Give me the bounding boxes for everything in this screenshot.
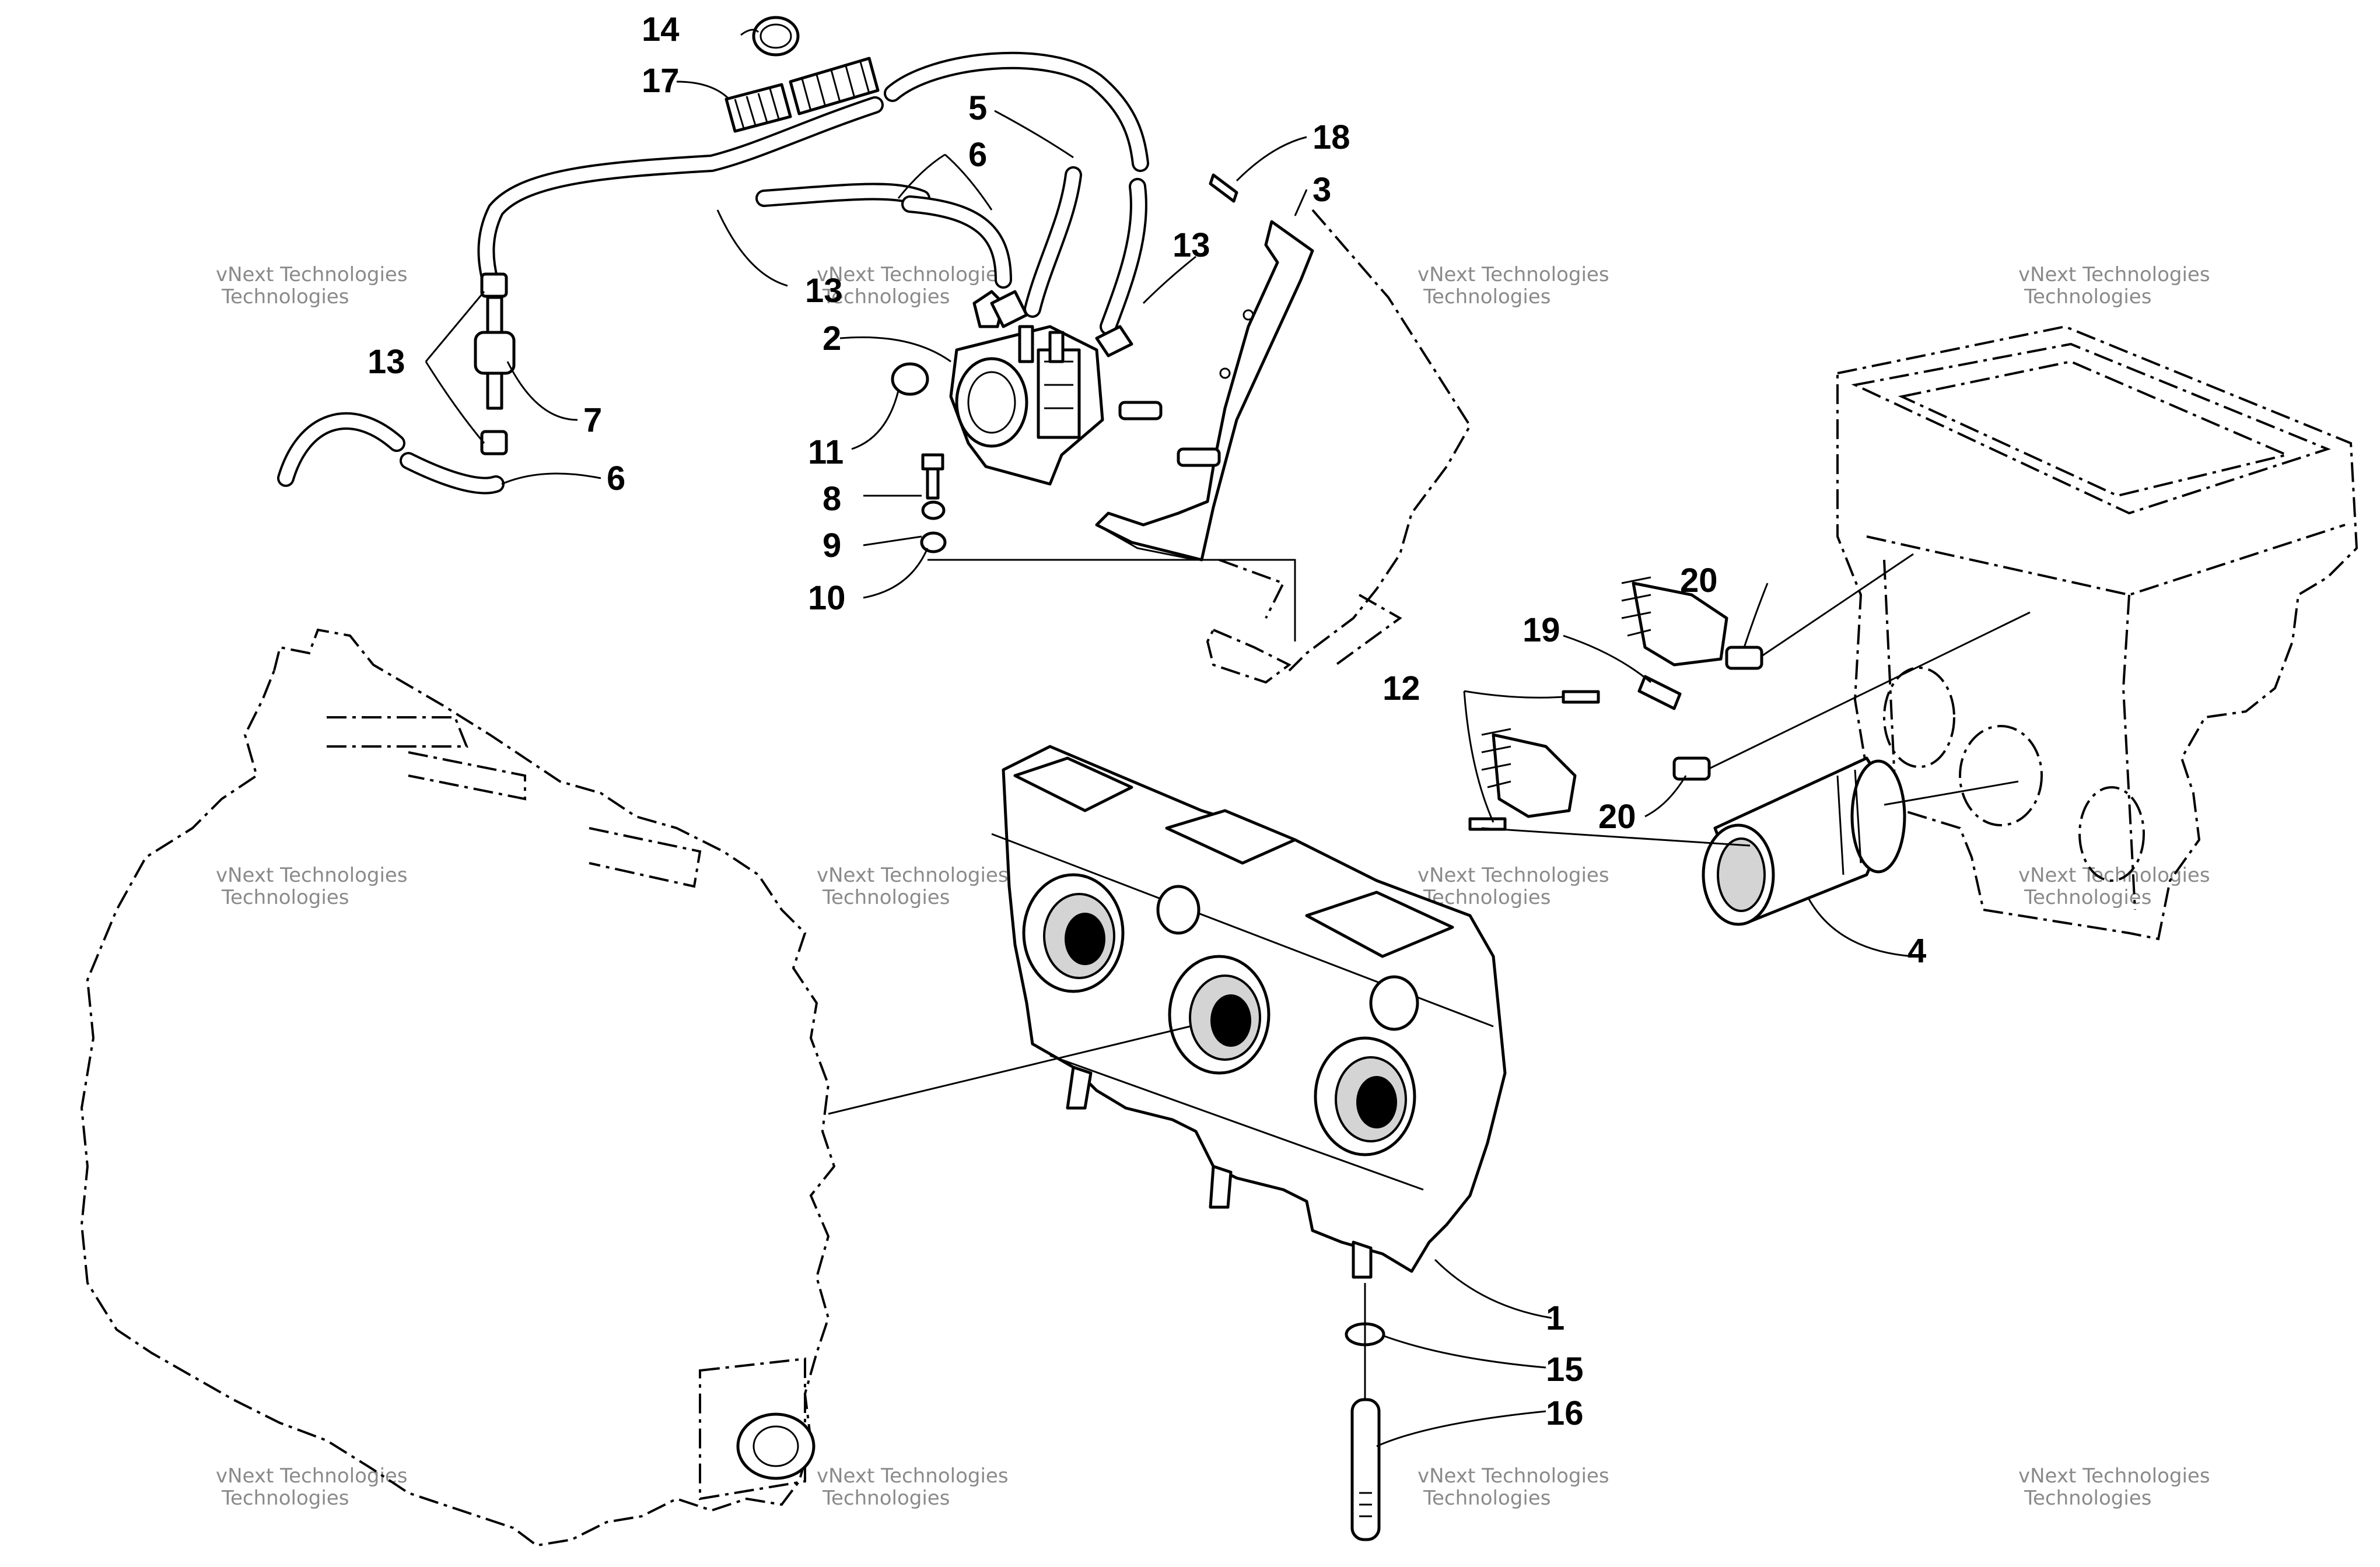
fuel-filter-7 (474, 272, 516, 455)
washer-10 (920, 531, 947, 553)
carb-throat (1314, 1036, 1416, 1156)
watermark-text: vNext Technologies (2018, 864, 2210, 887)
watermark-text: vNext Technologies (216, 864, 408, 887)
callout-7: 7 (583, 401, 602, 439)
watermark: vNext Technologies Technologies (817, 864, 1009, 909)
sensor-boot-20 (1725, 646, 1763, 670)
watermark-text: vNext Technologies (216, 263, 408, 286)
callout-6: 6 (968, 136, 987, 174)
carburetor-assembly-1 (991, 745, 1507, 1279)
sensor-lower (1481, 728, 1711, 818)
callouts: 14 17 5 6 18 3 13 13 2 13 7 6 11 8 9 10 … (368, 10, 1926, 1432)
washer-9 (921, 500, 946, 520)
leader-lines (425, 29, 2031, 1447)
callout-19: 19 (1522, 611, 1560, 649)
watermark-text: vNext Technologies (1418, 1464, 1609, 1488)
callout-18: 18 (1312, 118, 1350, 156)
watermark: vNext Technologies Technologies (2018, 1464, 2210, 1510)
chassis-ghost (1206, 209, 1472, 684)
sensor-upper (1621, 576, 1763, 710)
watermark-text: Technologies (2024, 886, 2151, 909)
callout-20: 20 (1598, 798, 1636, 836)
sensor-screw-12 (1562, 690, 1600, 704)
callout-13: 13 (805, 272, 843, 310)
callout-3: 3 (1312, 171, 1331, 209)
callout-13: 13 (368, 343, 405, 381)
callout-8: 8 (822, 480, 841, 518)
watermarks: vNext Technologies Technologies vNext Te… (216, 263, 2210, 1510)
intake-adapter-4 (1702, 756, 1906, 926)
watermark: vNext Technologies Technologies (817, 1464, 1009, 1510)
engine-outline (80, 628, 836, 1547)
callout-11: 11 (808, 433, 844, 471)
engine-intake-port (736, 1412, 816, 1480)
callout-15: 15 (1546, 1351, 1584, 1389)
screw-8 (921, 453, 944, 471)
watermark-text: vNext Technologies (1418, 864, 1609, 887)
watermark: vNext Technologies Technologies (1418, 263, 1609, 309)
watermark-text: vNext Technologies (817, 263, 1009, 286)
carb-throat (1168, 955, 1270, 1075)
callout-1: 1 (1546, 1299, 1564, 1337)
fuel-pump-fitting-11 (891, 362, 929, 396)
pin-18 (1209, 173, 1238, 203)
watermark: vNext Technologies Technologies (2018, 864, 2210, 909)
watermark-text: Technologies (822, 1487, 950, 1510)
bracket-stud (1118, 401, 1163, 420)
watermark: vNext Technologies Technologies (1418, 864, 1609, 909)
sensor-boot-20 (1672, 756, 1711, 781)
callout-5: 5 (968, 89, 987, 127)
watermark: vNext Technologies Technologies (1418, 1464, 1609, 1510)
callout-4: 4 (1908, 932, 1926, 970)
watermark-text: vNext Technologies (216, 1464, 408, 1488)
watermark: vNext Technologies Technologies (2018, 263, 2210, 309)
callout-9: 9 (822, 527, 841, 565)
retainer-19 (1637, 675, 1682, 710)
watermark-text: Technologies (221, 886, 349, 909)
watermark-text: vNext Technologies (2018, 1464, 2210, 1488)
watermark-text: Technologies (822, 285, 950, 309)
watermark: vNext Technologies Technologies (216, 263, 408, 309)
watermark: vNext Technologies Technologies (216, 1464, 408, 1510)
callout-14: 14 (642, 10, 680, 48)
fuel-hoses (277, 51, 1149, 495)
watermark-text: Technologies (1423, 285, 1550, 309)
watermark-text: vNext Technologies (817, 1464, 1009, 1488)
callout-16: 16 (1546, 1394, 1584, 1432)
hose-clamp-14 (752, 16, 800, 57)
callout-13: 13 (1172, 226, 1210, 264)
watermark: vNext Technologies Technologies (817, 263, 1009, 309)
airbox-outline (1836, 325, 2358, 941)
callout-6: 6 (607, 460, 625, 497)
watermark-text: vNext Technologies (2018, 263, 2210, 286)
hose-spring-17 (724, 57, 880, 133)
watermark-text: Technologies (221, 1487, 349, 1510)
callout-20: 20 (1680, 562, 1718, 600)
mounting-bracket-3 (1095, 220, 1314, 562)
bracket-stud (1177, 447, 1221, 467)
watermark-text: Technologies (2024, 1487, 2151, 1510)
watermark-text: Technologies (221, 285, 349, 309)
watermark-text: vNext Technologies (1418, 263, 1609, 286)
watermark-text: vNext Technologies (817, 864, 1009, 887)
carb-throat (1022, 873, 1125, 993)
watermark-text: Technologies (2024, 285, 2151, 309)
watermark-text: Technologies (822, 886, 950, 909)
pump-fasteners (920, 453, 947, 553)
watermark: vNext Technologies Technologies (216, 864, 408, 909)
watermark-text: Technologies (1423, 1487, 1550, 1510)
fuel-pump-2 (891, 290, 1133, 486)
callout-12: 12 (1382, 669, 1420, 707)
callout-10: 10 (808, 579, 846, 617)
callout-2: 2 (822, 320, 841, 357)
callout-17: 17 (642, 62, 680, 100)
